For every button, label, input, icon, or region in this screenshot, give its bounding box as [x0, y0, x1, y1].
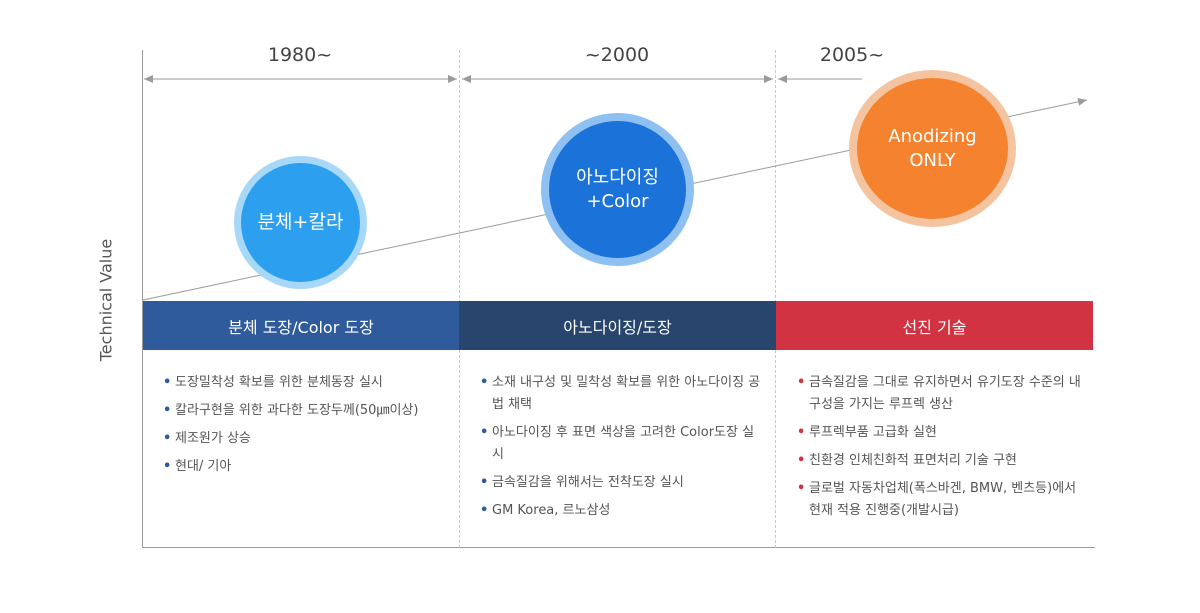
circle-powder-color: 분체+칼라 [234, 156, 367, 289]
x-axis-line [142, 547, 1095, 548]
circle-anodizing-only: Anodizing ONLY [849, 70, 1016, 227]
band-anodizing-coating: 아노다이징/도장 [459, 301, 776, 350]
era-label-2005: 2005~ [819, 44, 885, 66]
list-item: •현대/ 기아 [163, 459, 232, 474]
era-divider-1 [459, 50, 460, 548]
band-powder-coating: 분체 도장/Color 도장 [143, 301, 459, 350]
era-divider-2 [775, 50, 776, 548]
era-label-1980: 1980~ [267, 44, 333, 66]
y-axis-line [142, 50, 143, 548]
band-advanced-tech: 선진 기술 [776, 301, 1093, 350]
list-item: •GM Korea, 르노삼성 [480, 503, 611, 518]
list-item: •제조원가 상승 [163, 431, 251, 446]
list-item: •금속질감을 위해서는 전착도장 실시 [480, 475, 684, 490]
era-label-2000: ~2000 [584, 44, 650, 66]
list-item: •글로벌 자동차업체(폭스바겐, BMW, 벤츠등)에서 현재 적용 진행중(개… [797, 481, 1077, 518]
list-item: •금속질감을 그대로 유지하면서 유기도장 수준의 내구성을 가지는 루프렉 생… [797, 375, 1081, 412]
list-column-1: •도장밀착성 확보를 위한 분체동장 실시 •칼라구현을 위한 과다한 도장두께… [163, 372, 453, 484]
list-item: •도장밀착성 확보를 위한 분체동장 실시 [163, 375, 383, 390]
list-item: •아노다이징 후 표면 색상을 고려한 Color도장 실시 [480, 425, 755, 462]
circle-anodizing-color: 아노다이징 +Color [541, 113, 694, 266]
list-item: •루프렉부품 고급화 실현 [797, 425, 937, 440]
list-item: •소재 내구성 및 밀착성 확보를 위한 아노다이징 공법 채택 [480, 375, 761, 412]
list-column-2: •소재 내구성 및 밀착성 확보를 위한 아노다이징 공법 채택 •아노다이징 … [480, 372, 765, 528]
list-item: •친환경 인체친화적 표면처리 기술 구현 [797, 453, 1017, 468]
list-item: •칼라구현을 위한 과다한 도장두께(50㎛이상) [163, 403, 419, 418]
list-column-3: •금속질감을 그대로 유지하면서 유기도장 수준의 내구성을 가지는 루프렉 생… [797, 372, 1092, 528]
